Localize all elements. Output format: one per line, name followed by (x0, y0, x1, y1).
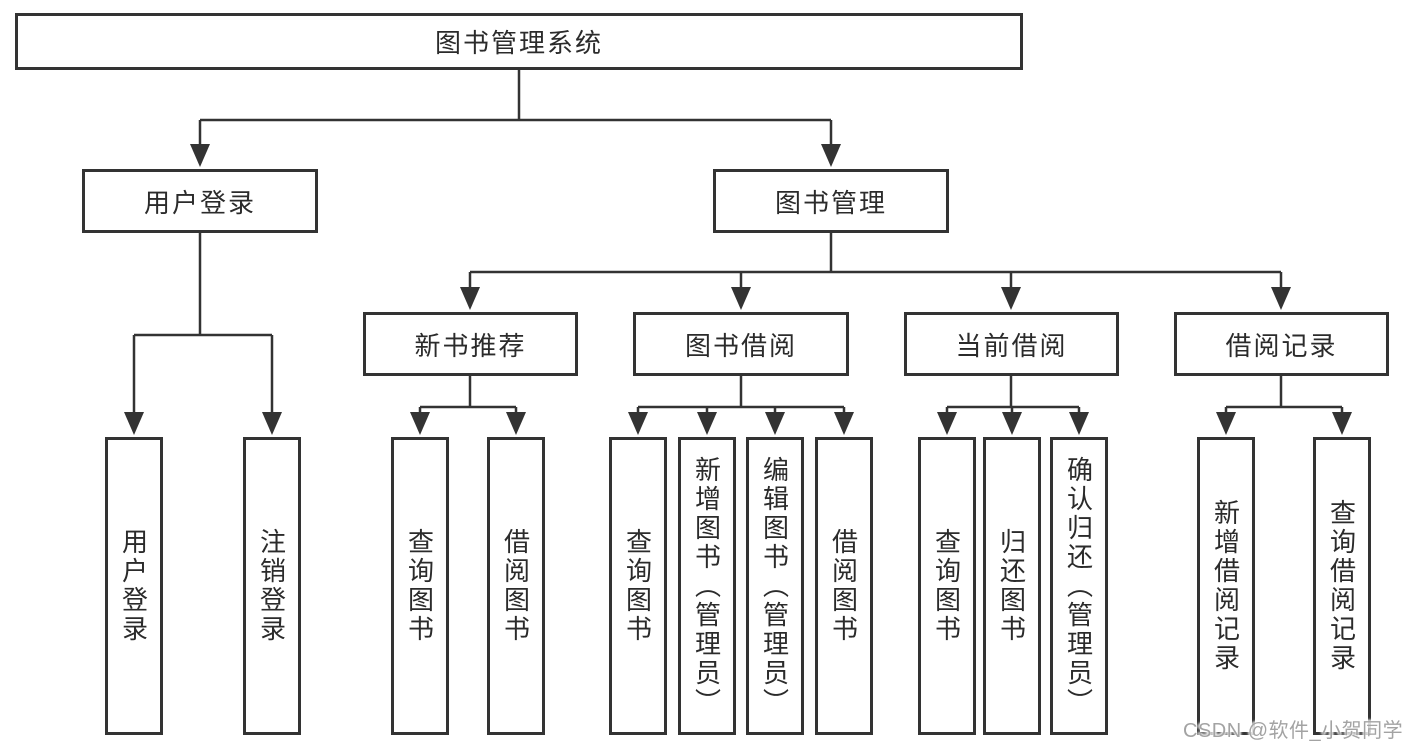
leaf-logout-label: 注销登录 (256, 528, 287, 644)
leaf-recommend-query-book-label: 查询图书 (404, 528, 435, 644)
leaf-add-borrow-record-label: 新增借阅记录 (1210, 499, 1241, 673)
leaf-add-book-admin: 新增图书（管理员） (678, 437, 736, 735)
leaf-add-borrow-record: 新增借阅记录 (1197, 437, 1255, 735)
leaf-confirm-return-admin: 确认归还（管理员） (1050, 437, 1108, 735)
arrowheads (124, 144, 1352, 435)
node-book-borrowing: 图书借阅 (633, 312, 849, 376)
leaf-current-query-book: 查询图书 (918, 437, 976, 735)
leaf-add-book-admin-label: 新增图书（管理员） (691, 455, 722, 717)
node-book-management: 图书管理 (713, 169, 949, 233)
leaf-recommend-borrow-book-label: 借阅图书 (500, 528, 531, 644)
leaf-confirm-return-admin-label: 确认归还（管理员） (1063, 455, 1094, 717)
leaf-logout: 注销登录 (243, 437, 301, 735)
leaf-current-query-book-label: 查询图书 (931, 528, 962, 644)
node-new-book-recommend: 新书推荐 (363, 312, 578, 376)
leaf-borrowing-query-book-label: 查询图书 (622, 528, 653, 644)
leaf-query-borrow-record: 查询借阅记录 (1313, 437, 1371, 735)
leaf-borrowing-borrow-book: 借阅图书 (815, 437, 873, 735)
leaf-borrowing-borrow-book-label: 借阅图书 (828, 528, 859, 644)
leaf-return-book: 归还图书 (983, 437, 1041, 735)
leaf-recommend-query-book: 查询图书 (391, 437, 449, 735)
leaf-recommend-borrow-book: 借阅图书 (487, 437, 545, 735)
node-user-login: 用户登录 (82, 169, 318, 233)
csdn-watermark: CSDN @软件_小贺同学 (1183, 720, 1404, 742)
leaf-user-login: 用户登录 (105, 437, 163, 735)
leaf-return-book-label: 归还图书 (996, 528, 1027, 644)
leaf-borrowing-query-book: 查询图书 (609, 437, 667, 735)
leaf-edit-book-admin-label: 编辑图书（管理员） (759, 455, 790, 717)
leaf-user-login-label: 用户登录 (118, 528, 149, 644)
node-current-borrowing: 当前借阅 (904, 312, 1119, 376)
leaf-query-borrow-record-label: 查询借阅记录 (1326, 499, 1357, 673)
node-root-library-system: 图书管理系统 (15, 13, 1023, 70)
node-borrow-records: 借阅记录 (1174, 312, 1389, 376)
leaf-edit-book-admin: 编辑图书（管理员） (746, 437, 804, 735)
